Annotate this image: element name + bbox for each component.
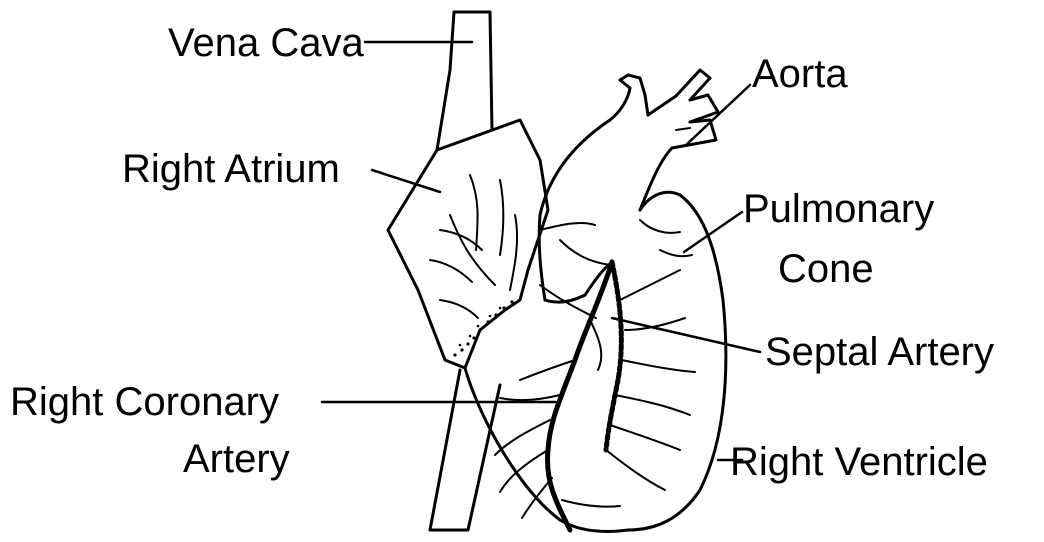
- leader-septal-artery: [612, 318, 760, 352]
- pulmonary-cone-shape: [628, 192, 726, 530]
- leader-right-atrium: [372, 170, 440, 192]
- aorta-vessel: [539, 70, 718, 300]
- vena-cava-vessel: [430, 12, 500, 530]
- right-atrium-shape: [388, 120, 548, 368]
- label-septal-artery: Septal Artery: [765, 330, 994, 374]
- septal-artery-vessel: [606, 220, 695, 490]
- label-pulmonary-cone-line2: Cone: [778, 247, 874, 291]
- label-pulmonary-cone-line1: Pulmonary: [743, 187, 934, 231]
- label-right-ventricle: Right Ventricle: [730, 440, 988, 484]
- label-aorta: Aorta: [752, 52, 848, 96]
- label-right-coronary-line1: Right Coronary: [10, 380, 279, 424]
- label-right-atrium: Right Atrium: [122, 147, 340, 191]
- label-vena-cava: Vena Cava: [168, 21, 364, 65]
- label-right-coronary-line2: Artery: [183, 437, 290, 481]
